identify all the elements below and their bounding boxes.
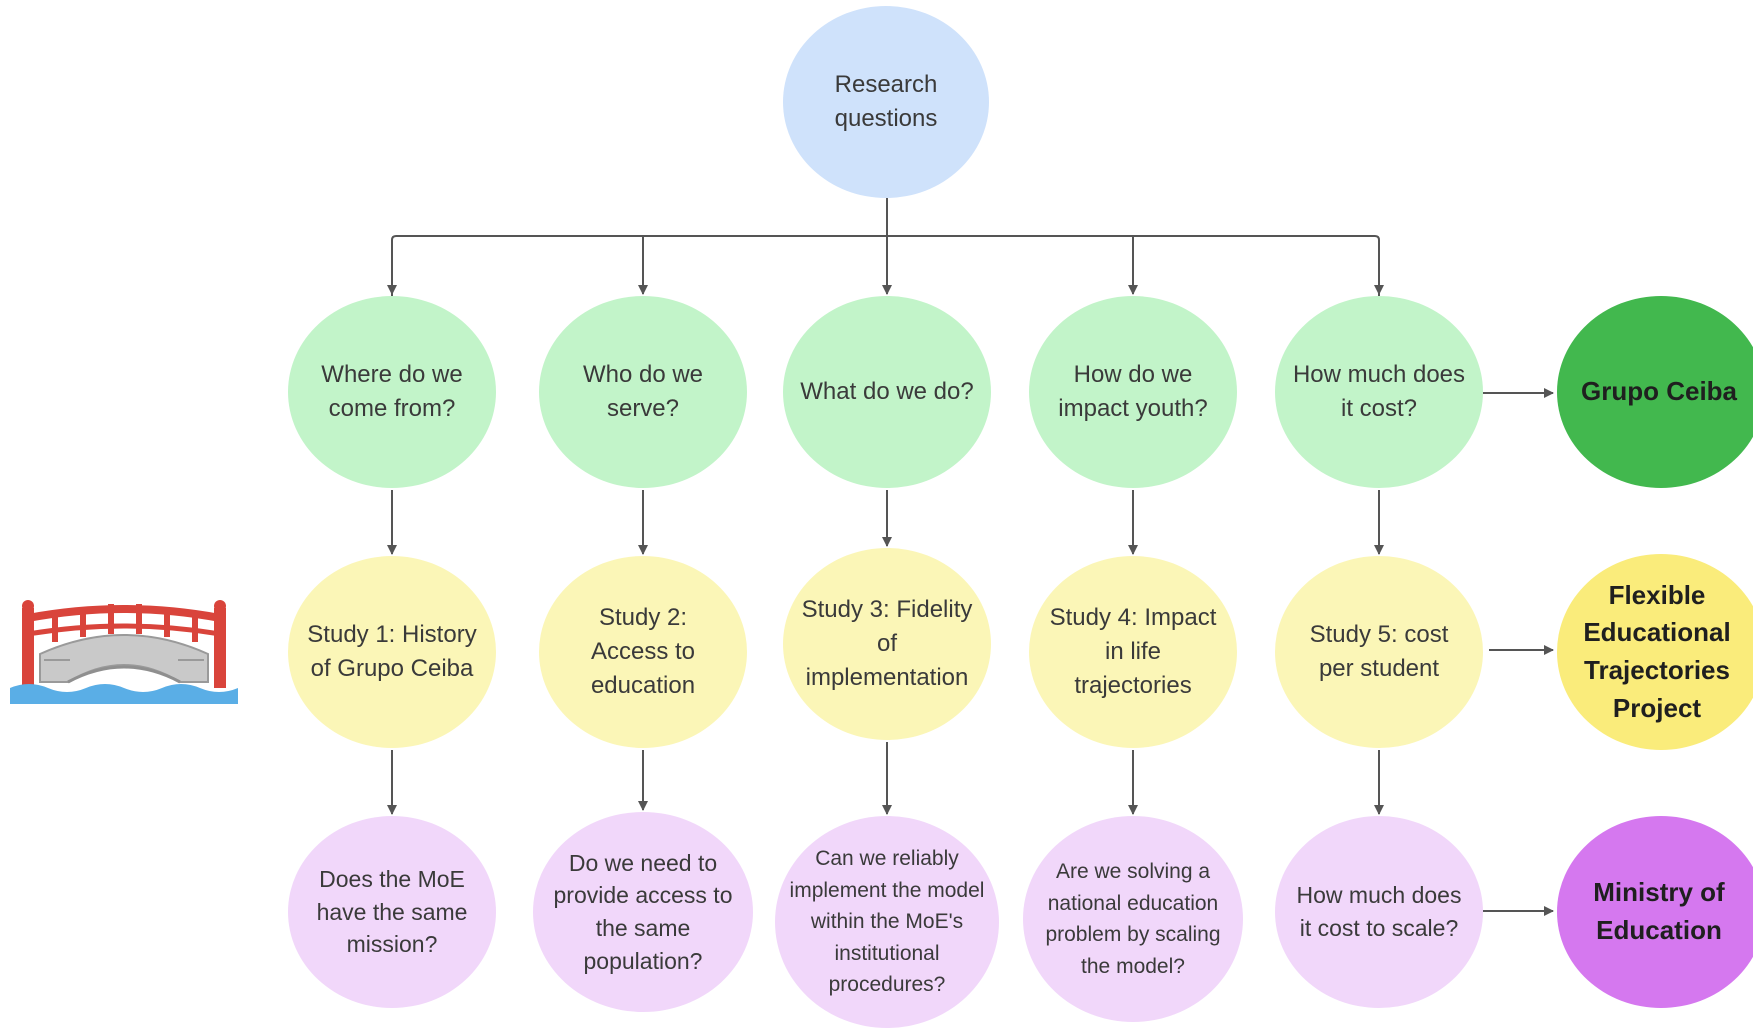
study-label: Study 3: Fidelity of implementation (801, 595, 973, 692)
study-label: Study 5: cost per student (1309, 620, 1449, 682)
flexible-trajectories-node: Flexible Educational Trajectories Projec… (1557, 554, 1753, 750)
question-label: What do we do? (800, 377, 974, 405)
question-node-3: What do we do? (783, 296, 991, 488)
study-label: Study 2: Access to education (590, 603, 696, 700)
study-node-3: Study 3: Fidelity of implementation (783, 548, 991, 740)
question-node-4: How do we impact youth? (1029, 296, 1237, 488)
root-label: Research questions (834, 70, 938, 132)
policy-question-node-4: Are we solving a national education prob… (1023, 816, 1243, 1022)
question-node-2: Who do we serve? (539, 296, 747, 488)
policy-question-node-1: Does the MoE have the same mission? (288, 816, 496, 1008)
study-node-2: Study 2: Access to education (539, 556, 747, 748)
policy-question-label: Are we solving a national education prob… (1045, 860, 1221, 978)
flexible-trajectories-label: Flexible Educational Trajectories Projec… (1583, 579, 1731, 723)
question-label: How do we impact youth? (1058, 360, 1208, 422)
policy-question-node-2: Do we need to provide access to the same… (533, 812, 753, 1012)
policy-question-label: Do we need to provide access to the same… (553, 849, 733, 974)
policy-question-label: Can we reliably implement the model with… (789, 847, 985, 997)
root-node: Research questions (783, 6, 989, 198)
ministry-of-education-node: Ministry of Education (1557, 816, 1753, 1008)
question-label: Where do we come from? (321, 360, 463, 422)
study-label: Study 1: History of Grupo Ceiba (307, 620, 477, 682)
policy-question-label: Does the MoE have the same mission? (316, 866, 468, 958)
policy-question-node-3: Can we reliably implement the model with… (775, 816, 999, 1028)
policy-question-label: How much does it cost to scale? (1296, 882, 1462, 941)
study-node-1: Study 1: History of Grupo Ceiba (288, 556, 496, 748)
study-label: Study 4: Impact in life trajectories (1049, 603, 1217, 700)
ministry-of-education-label: Ministry of Education (1593, 877, 1725, 945)
question-node-1: Where do we come from? (288, 296, 496, 488)
grupo-ceiba-label: Grupo Ceiba (1581, 376, 1738, 407)
grupo-ceiba-node: Grupo Ceiba (1557, 296, 1753, 488)
question-node-5: How much does it cost? (1275, 296, 1483, 488)
study-node-4: Study 4: Impact in life trajectories (1029, 556, 1237, 748)
study-node-5: Study 5: cost per student (1275, 556, 1483, 748)
question-label: How much does it cost? (1292, 360, 1466, 422)
connector-root-branch (391, 235, 1380, 296)
policy-question-node-5: How much does it cost to scale? (1275, 816, 1483, 1008)
bridge-icon (10, 600, 238, 704)
question-label: Who do we serve? (582, 360, 704, 422)
